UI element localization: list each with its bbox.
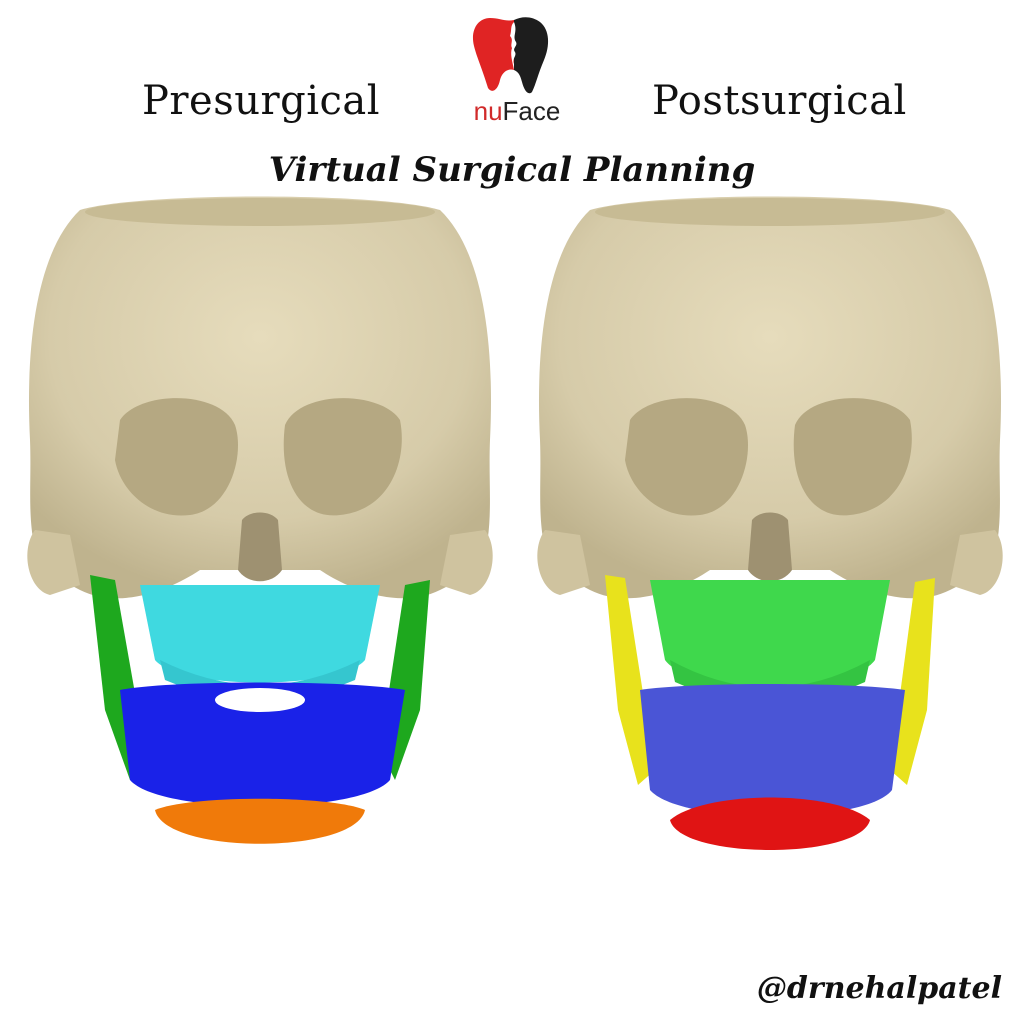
post-chin xyxy=(670,797,870,850)
page-subtitle: Virtual Surgical Planning xyxy=(268,150,756,190)
tooth-face-profile-icon xyxy=(472,17,549,94)
post-ramus-left xyxy=(605,575,655,785)
nasal-cavity xyxy=(238,512,282,582)
postsurgical-skull-image xyxy=(537,196,1003,850)
logo-wordmark-suffix: Face xyxy=(502,96,561,126)
postsurgical-label: Postsurgical xyxy=(652,78,907,124)
pre-maxilla xyxy=(140,585,380,683)
post-ramus-right xyxy=(890,578,935,785)
post-maxilla xyxy=(650,580,890,687)
logo-wordmark: nuFace xyxy=(452,96,582,127)
presurgical-label: Presurgical xyxy=(142,78,381,124)
post-mandible xyxy=(640,684,905,817)
left-orbit xyxy=(115,398,238,516)
nuface-logo: nuFace xyxy=(452,10,582,130)
left-orbit xyxy=(625,398,748,516)
right-orbit xyxy=(793,398,912,516)
author-handle: @drnehalpatel xyxy=(756,971,1002,1006)
pre-chin xyxy=(155,798,365,844)
right-orbit xyxy=(283,398,402,516)
logo-wordmark-prefix: nu xyxy=(473,96,503,126)
pre-mandible xyxy=(120,682,405,807)
nasal-cavity xyxy=(748,512,792,582)
presurgical-skull-image xyxy=(27,196,493,844)
